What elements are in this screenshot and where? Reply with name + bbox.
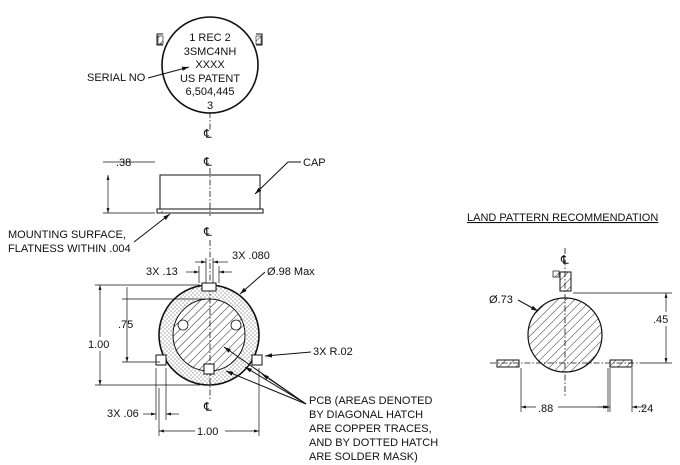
top-line5: 6,504,445 <box>186 86 235 98</box>
serial-no-leader <box>147 66 190 79</box>
bottom-view: 3X .080 3X .13 Ø.98 Max .75 1.00 3X R.02… <box>86 240 438 463</box>
cap-leader <box>254 161 289 195</box>
top-line2: 3SMC4NH <box>184 46 237 58</box>
top-terminal <box>201 282 217 292</box>
top-line4: US PATENT <box>180 73 240 85</box>
side-view: ℄ .38 CAP MOUNTING SURFACE, FLATNESS WIT… <box>8 155 326 255</box>
copper-trace-area <box>172 298 246 372</box>
left-terminal <box>155 354 167 366</box>
pcb-leader-mask-1 <box>244 366 307 405</box>
base-tab-left <box>158 209 163 213</box>
land-right-pad <box>609 359 633 368</box>
mounting-line1: MOUNTING SURFACE, <box>8 229 126 241</box>
dia73-leader <box>517 299 539 312</box>
dim-dia-73: Ø.73 <box>489 294 513 306</box>
dim-080: 3X .080 <box>232 250 270 262</box>
dim-r02: 3X R.02 <box>313 346 353 358</box>
top-tab-right <box>256 33 263 46</box>
pcb-leader-mask-2 <box>261 373 307 405</box>
cap-label: CAP <box>303 157 326 169</box>
land-pattern-view: LAND PATTERN RECOMMENDATION ℄ Ø.73 .45 .… <box>467 212 673 415</box>
top-tab-right-hatch <box>255 35 262 45</box>
top-line6: 3 <box>207 100 213 112</box>
dim100h-gap <box>195 424 225 437</box>
dim-100-horizontal: 1.00 <box>197 426 218 438</box>
dim88-gap <box>536 401 558 414</box>
r02-leader <box>264 351 312 358</box>
top-cl-symbol: ℄ <box>203 127 212 141</box>
top-view: 1 REC 2 3SMC4NH XXXX US PATENT 6,504,445… <box>87 16 263 141</box>
pcb-leader-copper-2 <box>225 370 307 405</box>
bottom-cl-symbol: ℄ <box>203 400 212 414</box>
serial-no-label: SERIAL NO <box>87 72 146 84</box>
mounting-leader <box>133 213 171 243</box>
dim-24: .24 <box>638 403 653 415</box>
pcb-note-1: PCB (AREAS DENOTED <box>309 395 433 407</box>
dim-88: .88 <box>538 403 553 415</box>
mounting-line2: FLATNESS WITHIN .004 <box>8 243 131 255</box>
pcb-note-3: ARE COPPER TRACES, <box>309 423 432 435</box>
top-line1: 1 REC 2 <box>189 32 231 44</box>
dim-45: .45 <box>653 314 668 326</box>
side-cl-bottom-symbol: ℄ <box>203 225 212 239</box>
pcb-note-4: AND BY DOTTED HATCH <box>309 437 438 449</box>
land-top-pad <box>559 271 572 292</box>
dim-13: 3X .13 <box>146 266 178 278</box>
dim-75: .75 <box>118 319 133 331</box>
land-cl-symbol: ℄ <box>560 253 569 267</box>
top-line3: XXXX <box>195 59 225 71</box>
via-left <box>177 319 189 331</box>
pcb-note-2: BY DIAGONAL HATCH <box>309 409 423 421</box>
side-cl-symbol: ℄ <box>203 155 212 169</box>
top-tab-left-hatch <box>157 35 164 45</box>
top-tab-left <box>156 33 163 46</box>
dim100v-gap <box>86 337 114 351</box>
dim-100-vertical: 1.00 <box>88 339 109 351</box>
dia98-leader <box>239 271 266 295</box>
right-terminal <box>251 354 263 366</box>
land-top-pad-mark <box>552 270 560 278</box>
bottom-pad <box>203 363 215 375</box>
dim-dia-98: Ø.98 Max <box>267 266 315 278</box>
dim-06: 3X .06 <box>107 408 139 420</box>
pcb-note-5: ARE SOLDER MASK) <box>309 451 418 463</box>
dim-38: .38 <box>116 157 131 169</box>
base-tab-right <box>257 209 262 213</box>
dim45-gap <box>651 312 673 326</box>
via-right <box>230 319 242 331</box>
land-pattern-title: LAND PATTERN RECOMMENDATION <box>467 212 658 224</box>
land-center-pad <box>527 297 603 373</box>
land-left-pad <box>496 359 520 368</box>
mounting-base <box>156 208 264 214</box>
